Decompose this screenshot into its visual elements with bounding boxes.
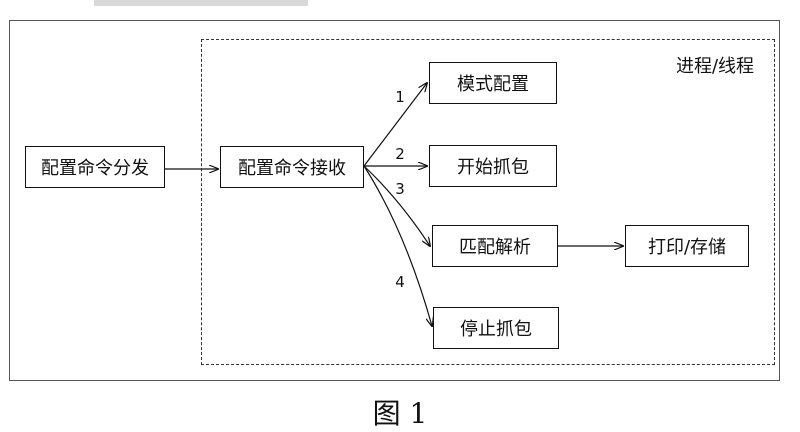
outer-frame xyxy=(9,20,780,381)
edge-label-3: 3 xyxy=(395,180,405,198)
node-receive-label: 配置命令接收 xyxy=(238,158,346,179)
edge-label-4: 4 xyxy=(395,273,405,291)
node-mode-config-label: 模式配置 xyxy=(457,74,529,95)
node-start-capture-label: 开始抓包 xyxy=(457,157,529,178)
node-dispatch: 配置命令分发 xyxy=(25,146,165,188)
node-print-store-label: 打印/存储 xyxy=(647,237,727,258)
figure-caption: 图 1 xyxy=(372,397,428,430)
edge-label-1: 1 xyxy=(395,88,405,106)
node-match-parse: 匹配解析 xyxy=(432,225,558,267)
node-match-parse-label: 匹配解析 xyxy=(459,237,531,258)
edge-receive-mode-config xyxy=(363,83,427,167)
top-cropped-text-fragment xyxy=(94,0,308,6)
node-start-capture: 开始抓包 xyxy=(429,145,557,187)
region-label: 进程/线程 xyxy=(675,56,755,77)
node-receive: 配置命令接收 xyxy=(220,146,364,188)
edge-receive-match-parse xyxy=(363,165,430,246)
node-print-store: 打印/存储 xyxy=(625,225,749,267)
node-stop-capture-label: 停止抓包 xyxy=(460,319,532,340)
process-thread-region xyxy=(201,39,775,365)
edge-receive-stop-capture xyxy=(363,165,432,326)
node-dispatch-label: 配置命令分发 xyxy=(41,158,149,179)
edge-label-2: 2 xyxy=(395,145,405,163)
node-mode-config: 模式配置 xyxy=(429,62,557,104)
node-stop-capture: 停止抓包 xyxy=(433,307,559,349)
